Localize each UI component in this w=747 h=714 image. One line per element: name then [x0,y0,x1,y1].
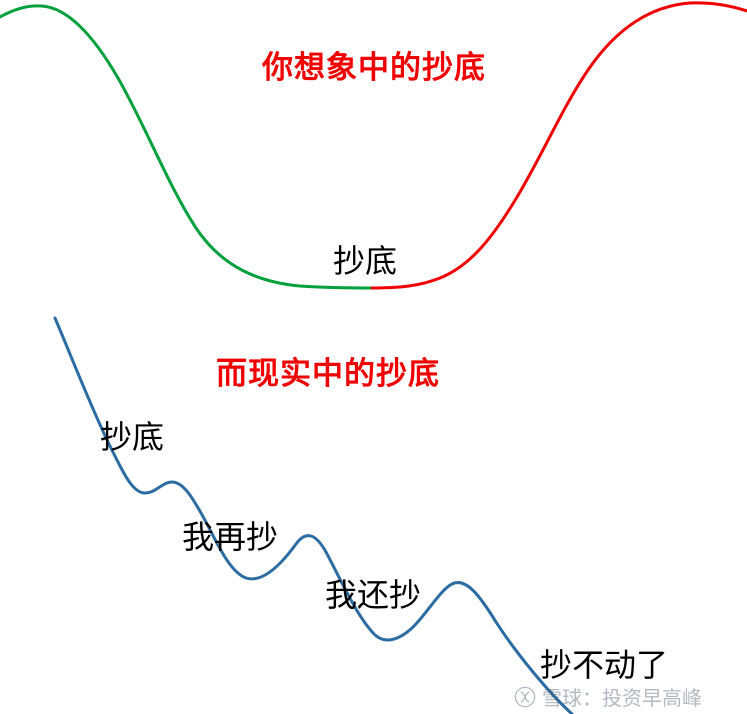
imagined-recovery-curve [370,1,747,290]
imagined-decline-curve [0,4,376,290]
label-reality-dip-4: 抄不动了 [540,646,669,684]
reality-decline-curve [53,316,574,714]
label-reality-dip-2: 我再抄 [182,518,279,556]
watermark-text: 雪球：投资早高峰 [542,686,702,710]
xueqiu-logo-icon [514,686,536,707]
watermark: 雪球：投资早高峰 [514,682,702,711]
label-reality-dip-1: 抄底 [100,418,165,456]
panel-title-imagined: 你想象中的抄底 [262,50,486,86]
label-imagined-bottom: 抄底 [333,242,398,280]
panel-title-reality: 而现实中的抄底 [216,356,440,392]
label-reality-dip-3: 我还抄 [325,576,422,614]
